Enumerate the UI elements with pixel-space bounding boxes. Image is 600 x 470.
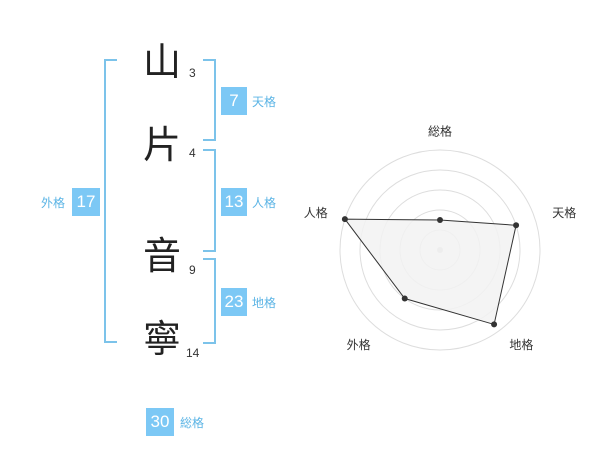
jinkaku-value: 13 bbox=[221, 188, 247, 216]
radar-point-3 bbox=[401, 295, 408, 302]
soukaku-label: 総格 bbox=[180, 416, 205, 430]
radar-axis-label-1: 天格 bbox=[552, 205, 576, 220]
gaikaku-label: 外格 bbox=[41, 196, 66, 210]
chikaku-label: 地格 bbox=[252, 296, 277, 310]
jinkaku-bracket bbox=[203, 149, 216, 252]
jinkaku-label: 人格 bbox=[252, 196, 277, 210]
soukaku-value: 30 bbox=[146, 408, 174, 436]
name-char-1: 山 bbox=[142, 40, 181, 84]
tenkaku-bracket bbox=[203, 59, 216, 141]
radar-point-4 bbox=[341, 216, 348, 223]
tenkaku-label: 天格 bbox=[252, 95, 277, 109]
stroke-count-2: 4 bbox=[189, 146, 196, 160]
radar-axis-label-0: 総格 bbox=[428, 124, 452, 139]
radar-point-0 bbox=[437, 217, 443, 223]
radar-grid-ring bbox=[339, 149, 541, 351]
radar-point-2 bbox=[491, 321, 498, 328]
name-char-4: 寧 bbox=[142, 317, 181, 361]
stroke-count-4: 14 bbox=[186, 346, 200, 360]
name-char-3: 音 bbox=[142, 234, 181, 278]
gaikaku-value: 17 bbox=[72, 188, 100, 216]
radar-axis-label-2: 地格 bbox=[509, 337, 533, 352]
name-char-2: 片 bbox=[142, 123, 181, 167]
radar-area bbox=[343, 218, 517, 326]
radar-point-1 bbox=[513, 222, 520, 229]
chikaku-value: 23 bbox=[221, 288, 247, 316]
radar-axis-label-3: 外格 bbox=[347, 337, 371, 352]
radar-axis-label-4: 人格 bbox=[304, 205, 328, 220]
tenkaku-value: 7 bbox=[221, 87, 247, 115]
radar-grid-ring bbox=[359, 169, 521, 331]
stroke-count-1: 3 bbox=[189, 66, 196, 80]
stroke-count-3: 9 bbox=[189, 263, 196, 277]
chikaku-bracket bbox=[203, 258, 216, 344]
outer-bracket bbox=[104, 59, 117, 343]
